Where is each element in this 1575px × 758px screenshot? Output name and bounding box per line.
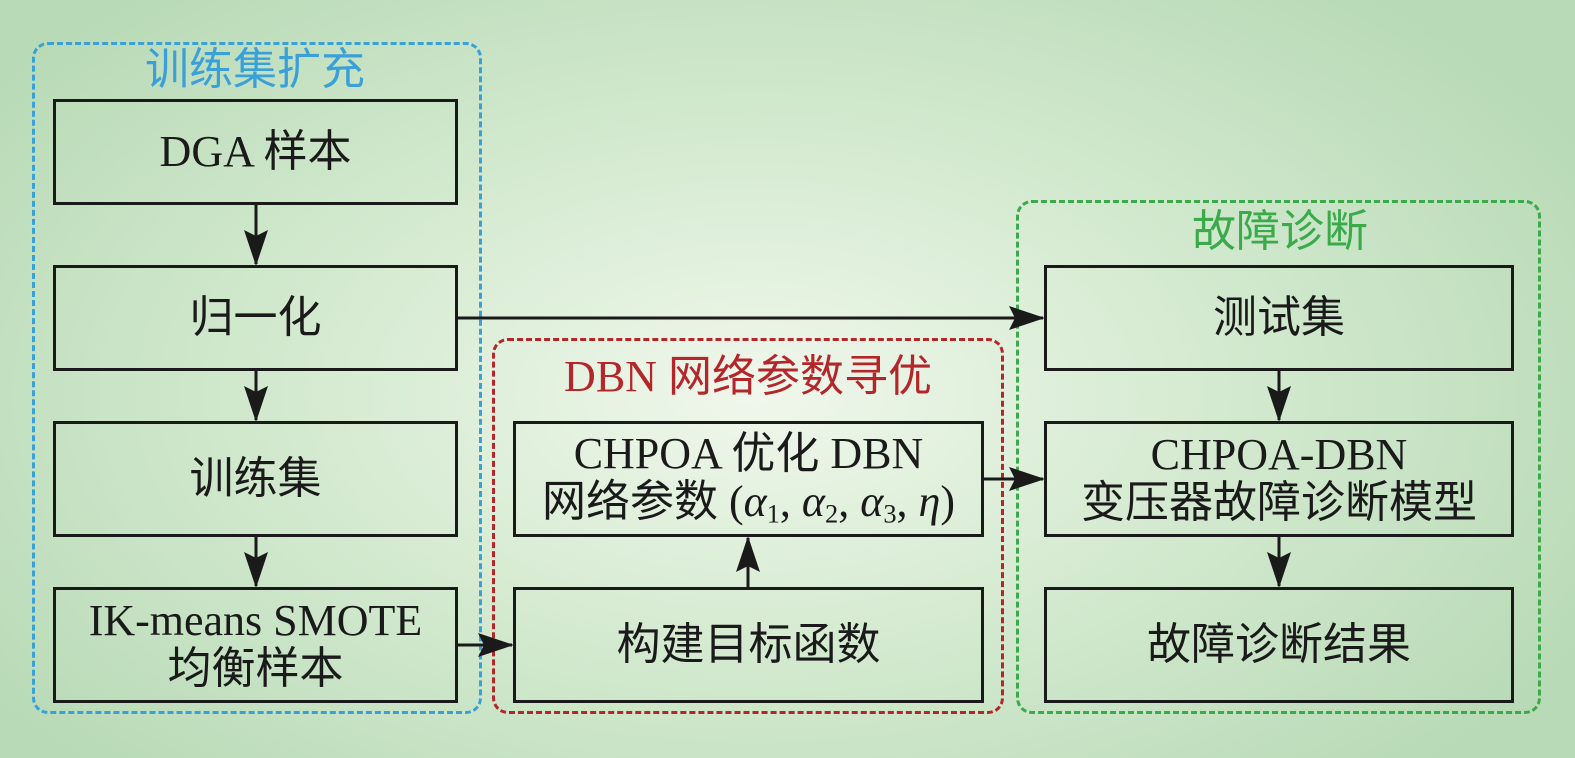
- box-balanced-samples: IK-means SMOTE 均衡样本: [53, 587, 458, 703]
- box-dga-samples-label: DGA 样本: [159, 127, 352, 177]
- group-title-dbn-parameter-optimization: DBN 网络参数寻优: [564, 352, 932, 401]
- box-chpoa-line1: CHPOA 优化 DBN: [573, 429, 924, 479]
- group-dbn-parameter-optimization: [492, 338, 1004, 714]
- box-chpoa-line2: 网络参数 (α1, α2, α3, η): [541, 476, 956, 529]
- box-normalization-label: 归一化: [189, 293, 322, 343]
- box-build-objective-function: 构建目标函数: [513, 587, 984, 703]
- box-normalization: 归一化: [53, 265, 458, 371]
- box-training-set: 训练集: [53, 421, 458, 537]
- box-diagnosis-result-label: 故障诊断结果: [1147, 620, 1411, 670]
- group-title-training-set-expansion: 训练集扩充: [145, 45, 365, 94]
- box-balanced-samples-line1: IK-means SMOTE: [88, 596, 423, 646]
- group-fault-diagnosis: [1016, 200, 1541, 714]
- box-balanced-samples-line2: 均衡样本: [167, 644, 344, 693]
- box-dga-samples: DGA 样本: [53, 99, 458, 205]
- box-test-set: 测试集: [1044, 265, 1514, 371]
- box-chpoa-optimize-dbn: CHPOA 优化 DBN 网络参数 (α1, α2, α3, η): [513, 421, 984, 537]
- box-training-set-label: 训练集: [189, 454, 322, 504]
- group-title-fault-diagnosis: 故障诊断: [1192, 207, 1368, 256]
- box-diagnosis-result: 故障诊断结果: [1044, 587, 1514, 703]
- box-chpoa-dbn-model-line2: 变压器故障诊断模型: [1081, 478, 1477, 527]
- box-chpoa-dbn-model-line1: CHPOA-DBN: [1150, 430, 1408, 480]
- group-training-set-expansion: [32, 42, 482, 714]
- box-chpoa-dbn-model: CHPOA-DBN 变压器故障诊断模型: [1044, 421, 1514, 537]
- box-test-set-label: 测试集: [1213, 293, 1345, 343]
- box-build-objective-function-label: 构建目标函数: [616, 620, 881, 670]
